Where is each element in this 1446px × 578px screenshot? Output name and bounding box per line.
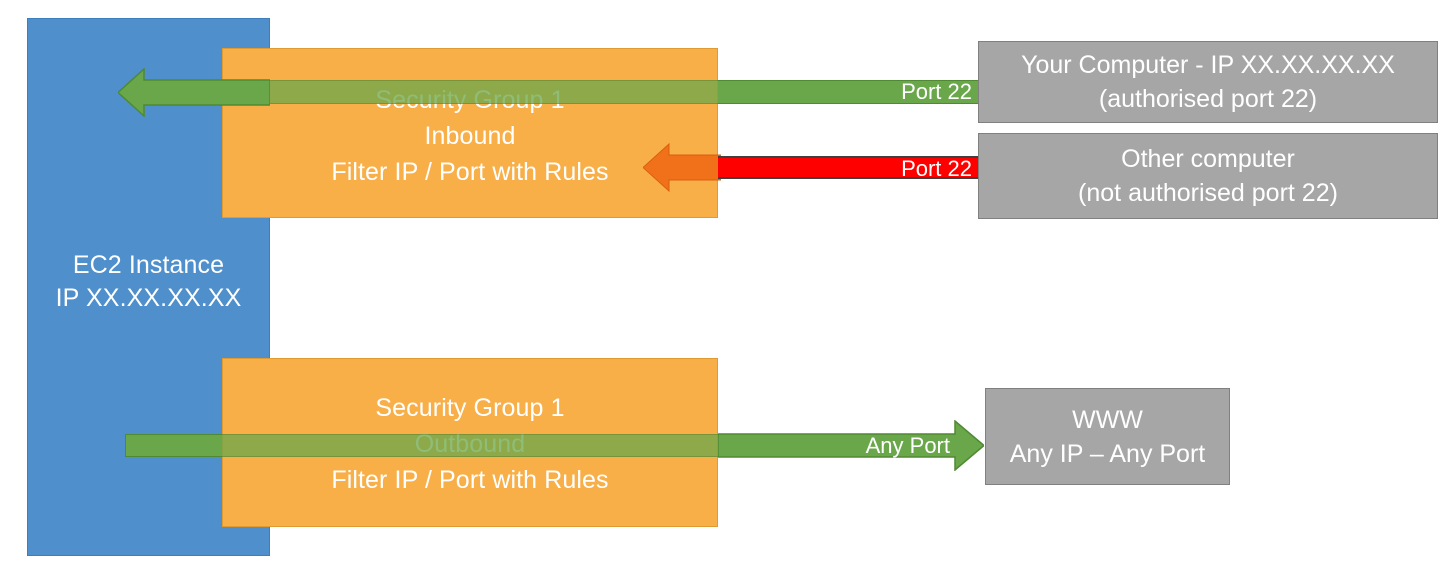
- endpoint-other-computer: Other computer (not authorised port 22): [978, 133, 1438, 219]
- ec2-instance-ip: IP XX.XX.XX.XX: [55, 284, 242, 312]
- other-computer-line-2: (not authorised port 22): [1078, 179, 1338, 207]
- endpoint-www: WWW Any IP – Any Port: [985, 388, 1230, 485]
- endpoint-your-computer: Your Computer - IP XX.XX.XX.XX (authoris…: [978, 41, 1438, 123]
- other-computer-line-1: Other computer: [1121, 145, 1295, 173]
- blocked-port22-label: Port 22: [901, 156, 972, 181]
- ec2-instance-name: EC2 Instance: [72, 251, 225, 279]
- outbound-allowed-arrow-icon: [718, 420, 984, 471]
- allowed-port22-connector: Port 22: [718, 80, 978, 104]
- inbound-allowed-tail-overlay: [222, 80, 718, 104]
- your-computer-line-1: Your Computer - IP XX.XX.XX.XX: [1021, 51, 1395, 79]
- outbound-any-port-label: Any Port: [865, 433, 950, 458]
- blocked-port22-connector: Port 22: [718, 156, 978, 181]
- your-computer-line-2: (authorised port 22): [1098, 85, 1318, 113]
- inbound-blocked-arrow-icon: [643, 143, 721, 192]
- www-line-2: Any IP – Any Port: [1009, 439, 1206, 468]
- security-group-inbound-box: [222, 48, 718, 218]
- outbound-allowed-tail-overlay: [222, 434, 718, 457]
- ec2-instance-label: EC2 Instance IP XX.XX.XX.XX: [27, 249, 270, 315]
- inbound-allowed-arrow-icon: [118, 68, 270, 117]
- allowed-port22-label: Port 22: [901, 79, 972, 104]
- www-line-1: WWW: [1072, 405, 1143, 434]
